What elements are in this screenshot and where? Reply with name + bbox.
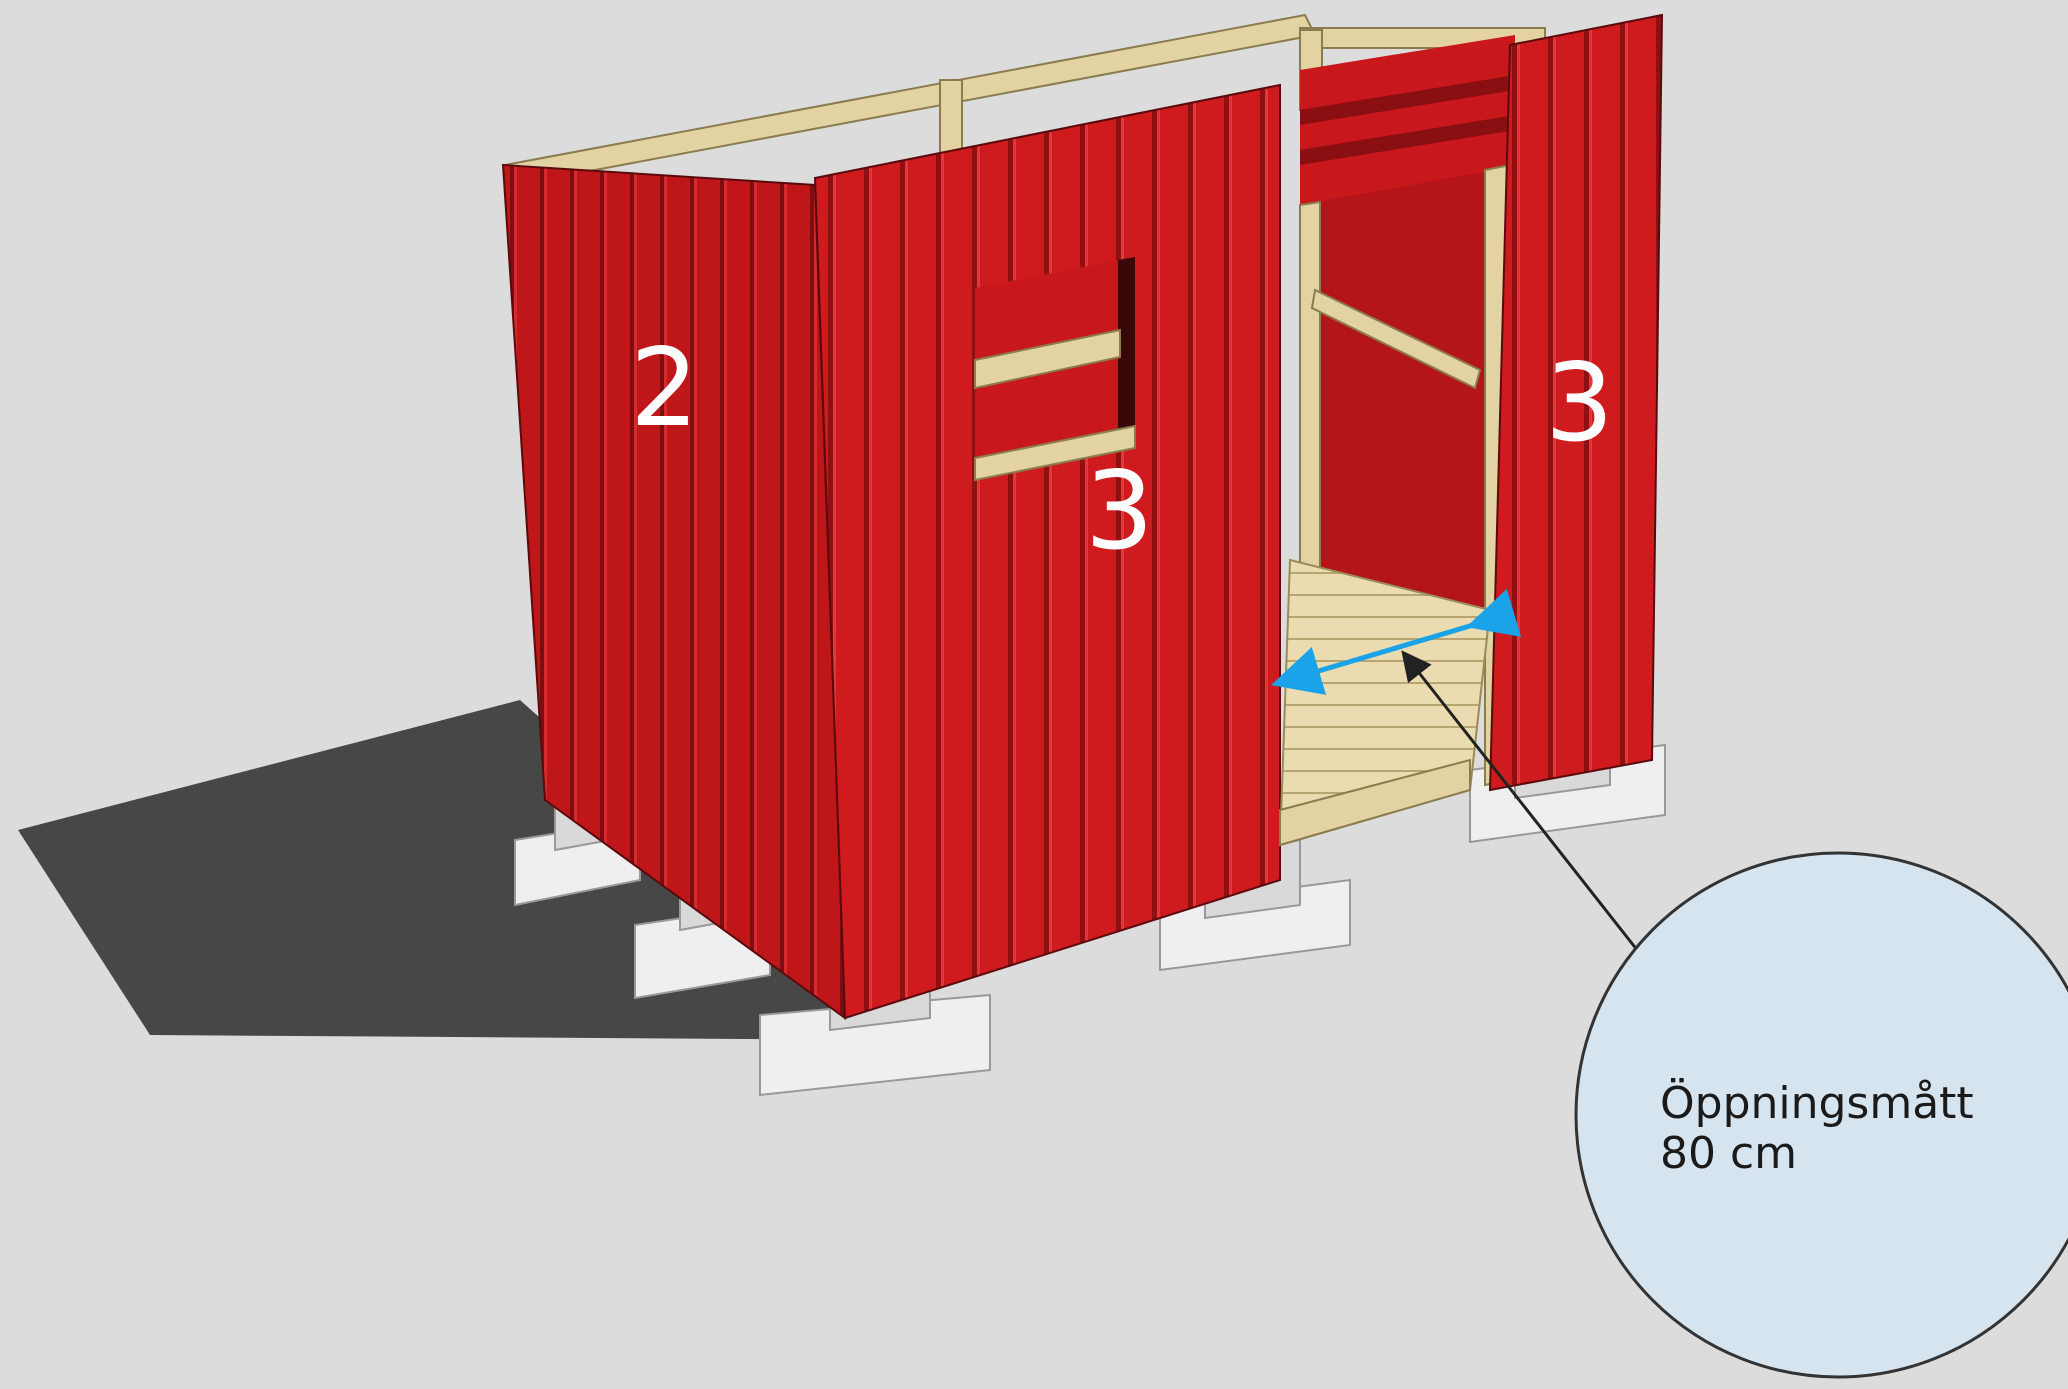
callout-line-1: Öppningsmått: [1660, 1077, 1974, 1129]
right-wall-number: 3: [1545, 341, 1614, 466]
door-opening: [1280, 35, 1515, 845]
front-wall-number: 3: [1085, 449, 1154, 574]
left-wall-number: 2: [630, 326, 699, 451]
window: [975, 257, 1135, 480]
callout-line-2: 80 cm: [1660, 1128, 1797, 1179]
front-wall: [815, 85, 1280, 1018]
callout-bubble: Öppningsmått 80 cm: [1576, 853, 2068, 1377]
